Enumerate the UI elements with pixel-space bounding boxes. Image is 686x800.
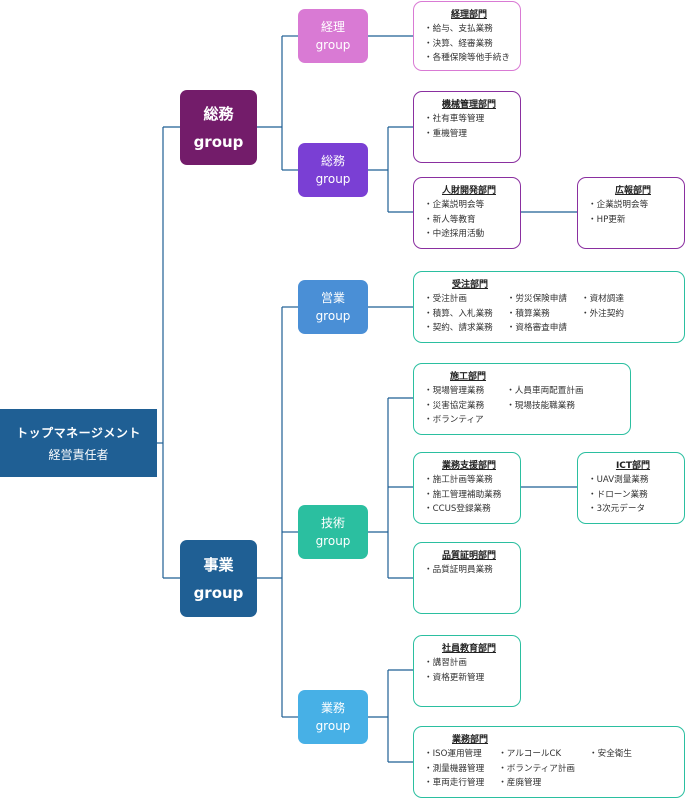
list-item: 人員車両配置計画 bbox=[506, 384, 584, 399]
list-item: 社有車等管理 bbox=[424, 112, 514, 127]
list-item: 企業説明会等 bbox=[424, 198, 514, 213]
gyoumu-dept-title: 業務部門 bbox=[452, 735, 489, 745]
hinshitsu-dept-title: 品質証明部門 bbox=[441, 551, 496, 561]
list-item: 施工計画等業務 bbox=[424, 473, 514, 488]
eigyou-group-box: 営業 group bbox=[298, 280, 368, 334]
list-item: 資格審査申請 bbox=[507, 321, 567, 336]
soumu-group-box: 総務 group bbox=[180, 90, 257, 165]
gijutsu-group-suffix: group bbox=[315, 534, 351, 548]
list-item: 積算、入札業務 bbox=[424, 307, 493, 322]
kikai-dept-box: 機械管理部門 社有車等管理 重機管理 bbox=[413, 91, 521, 163]
list-item: 現場管理業務 bbox=[424, 384, 485, 399]
soumu-group-name: 総務 bbox=[203, 104, 234, 123]
list-item: アルコールCK bbox=[498, 747, 575, 762]
list-item: 3次元データ bbox=[588, 502, 678, 517]
list-item: 測量機器管理 bbox=[424, 762, 485, 777]
soumu-sub-group-suffix: group bbox=[315, 172, 351, 186]
list-item: 安全衛生 bbox=[589, 747, 632, 762]
jinzai-dept-title: 人財開発部門 bbox=[441, 186, 496, 196]
keiri-group-suffix: group bbox=[315, 38, 351, 52]
list-item: 積算業務 bbox=[507, 307, 567, 322]
kikai-dept-title: 機械管理部門 bbox=[441, 100, 496, 110]
gyoumu-group-suffix: group bbox=[315, 719, 351, 733]
root-title: トップマネージメント bbox=[16, 425, 141, 440]
list-item: ISO運用管理 bbox=[424, 747, 484, 762]
list-item: 車両走行管理 bbox=[424, 776, 485, 791]
eigyou-group-suffix: group bbox=[315, 309, 351, 323]
list-item: 現場技能職業務 bbox=[506, 399, 583, 414]
keiri-group-name: 経理 bbox=[320, 20, 345, 34]
keiri-dept-box: 経理部門 給与、支払業務 決算、経審業務 各種保険等他手続き bbox=[413, 1, 521, 71]
list-item: UAV測量業務 bbox=[588, 473, 678, 488]
list-item: 外注契約 bbox=[581, 307, 624, 322]
list-item: 重機管理 bbox=[424, 127, 514, 142]
juchuu-dept-title: 受注部門 bbox=[452, 280, 489, 290]
list-item: 労災保険申請 bbox=[507, 292, 567, 307]
soumu-sub-group-box: 総務 group bbox=[298, 143, 368, 197]
soumu-group-suffix: group bbox=[193, 132, 244, 151]
list-item: 資格更新管理 bbox=[424, 671, 514, 686]
gijutsu-group-box: 技術 group bbox=[298, 505, 368, 559]
gyoumushien-dept-box: 業務支援部門 施工計画等業務 施工管理補助業務 CCUS登録業務 bbox=[413, 452, 521, 524]
keiri-dept-title: 経理部門 bbox=[450, 10, 487, 20]
list-item: 新人等教育 bbox=[424, 213, 514, 228]
soumu-sub-group-name: 総務 bbox=[320, 154, 345, 168]
eigyou-group-name: 営業 bbox=[320, 291, 345, 305]
ict-dept-title: ICT部門 bbox=[615, 461, 651, 471]
hinshitsu-dept-box: 品質証明部門 品質証明員業務 bbox=[413, 542, 521, 614]
shain-kyouiku-dept-title: 社員教育部門 bbox=[441, 644, 496, 654]
jigyou-group-suffix: group bbox=[193, 583, 244, 602]
list-item: 受注計画 bbox=[424, 292, 493, 307]
list-item: 品質証明員業務 bbox=[424, 563, 514, 578]
top-management-box: トップマネージメント 経営責任者 bbox=[0, 409, 157, 477]
list-item: ボランティア計画 bbox=[498, 762, 575, 777]
sekou-dept-box: 施工部門 現場管理業務 災害協定業務 ボランティア 人員車両配置計画 現場技能職… bbox=[413, 363, 631, 435]
sekou-dept-title: 施工部門 bbox=[450, 372, 487, 382]
list-item: 中途採用活動 bbox=[424, 227, 514, 242]
kouhou-dept-box: 広報部門 企業説明会等 HP更新 bbox=[577, 177, 685, 249]
list-item: CCUS登録業務 bbox=[424, 502, 514, 517]
gyoumu-group-name: 業務 bbox=[320, 701, 345, 715]
list-item: 資材調達 bbox=[581, 292, 624, 307]
kouhou-dept-title: 広報部門 bbox=[614, 186, 651, 196]
gijutsu-group-name: 技術 bbox=[320, 516, 345, 530]
list-item: 産廃管理 bbox=[498, 776, 575, 791]
juchuu-dept-box: 受注部門 受注計画 積算、入札業務 契約、請求業務 労災保険申請 積算業務 資格… bbox=[413, 271, 685, 343]
ict-dept-box: ICT部門 UAV測量業務 ドローン業務 3次元データ bbox=[577, 452, 685, 524]
list-item: HP更新 bbox=[588, 213, 678, 228]
gyoumushien-dept-title: 業務支援部門 bbox=[441, 461, 496, 471]
list-item: ドローン業務 bbox=[588, 488, 678, 503]
gyoumu-group-box: 業務 group bbox=[298, 690, 368, 744]
shain-kyouiku-dept-box: 社員教育部門 講習計画 資格更新管理 bbox=[413, 635, 521, 707]
keiri-group-box: 経理 group bbox=[298, 9, 368, 63]
list-item: ボランティア bbox=[424, 413, 484, 428]
list-item: 給与、支払業務 bbox=[424, 22, 514, 37]
list-item: 契約、請求業務 bbox=[424, 321, 493, 336]
list-item: 各種保険等他手続き bbox=[424, 51, 514, 66]
root-subtitle: 経営責任者 bbox=[48, 447, 109, 462]
list-item: 企業説明会等 bbox=[588, 198, 678, 213]
gyoumu-dept-box: 業務部門 ISO運用管理 測量機器管理 車両走行管理 アルコールCK ボランティ… bbox=[413, 726, 685, 798]
list-item: 講習計画 bbox=[424, 656, 514, 671]
list-item: 決算、経審業務 bbox=[424, 37, 514, 52]
jigyou-group-name: 事業 bbox=[203, 555, 234, 574]
jinzai-dept-box: 人財開発部門 企業説明会等 新人等教育 中途採用活動 bbox=[413, 177, 521, 249]
jigyou-group-box: 事業 group bbox=[180, 540, 257, 617]
list-item: 災害協定業務 bbox=[424, 399, 485, 414]
list-item: 施工管理補助業務 bbox=[424, 488, 514, 503]
